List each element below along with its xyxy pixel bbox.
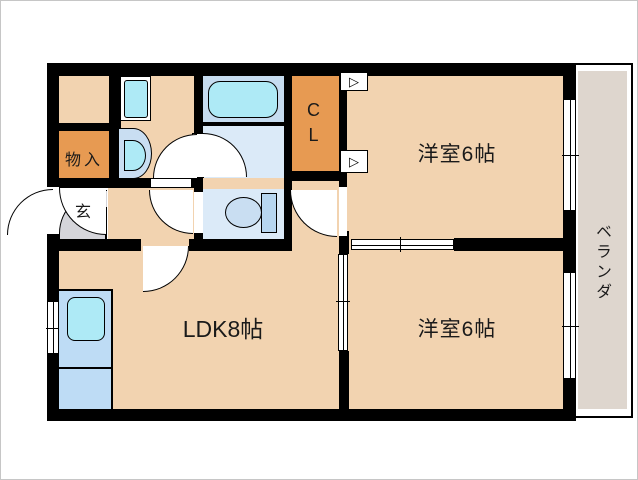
ldk-bedroom-sliding-door: [336, 254, 350, 351]
wall-washroom-bottom-b: [191, 178, 203, 188]
triangle-icon: ▷: [349, 74, 359, 89]
wall-storage-top: [59, 123, 109, 131]
kitchen-counter-divider: [59, 367, 113, 369]
bedrooms-sliding-door: [351, 237, 454, 252]
wall-toilet-left-a: [194, 188, 203, 192]
wall-top: [47, 63, 576, 76]
toilet-bowl: [225, 197, 262, 228]
front-door-arc: [7, 189, 53, 235]
wall-closet-bottom: [284, 171, 347, 181]
wall-hall-bottom-a: [47, 239, 141, 251]
washbasin-bowl: [124, 140, 146, 171]
wall-toilet-left-b: [194, 233, 203, 241]
wall-right-mid: [563, 211, 576, 272]
entrance-label: 玄: [74, 204, 92, 221]
hall-doorway: [151, 178, 191, 188]
washing-machine: [124, 80, 148, 118]
closet-door-marker-top: ▷: [340, 72, 368, 91]
wall-bedroom-top-left: [339, 76, 347, 187]
storage-label: 物入: [64, 152, 104, 169]
ldk-window: [46, 301, 62, 354]
wall-storage-bottom: [59, 178, 109, 188]
veranda-label: ベランダ: [593, 223, 610, 303]
closet-label: CL: [303, 100, 324, 150]
closet-door-marker-bottom: ▷: [340, 150, 368, 173]
wall-bedrooms-divider: [454, 238, 563, 251]
wall-washroom-bottom-a: [121, 178, 151, 188]
wall-right-lower: [563, 379, 576, 421]
wall-bottom: [47, 409, 576, 421]
kitchen-sink: [67, 297, 105, 341]
wall-bath-right: [284, 76, 292, 241]
wall-bath-left-upper: [194, 76, 203, 134]
wall-tub-divider: [203, 122, 284, 126]
bedroom-top-doorway: [339, 187, 347, 236]
wall-ldk-bedroom-lower: [339, 351, 349, 409]
veranda-floor: [578, 71, 627, 409]
wall-left-upper: [47, 76, 59, 187]
wall-left-lower: [47, 354, 59, 409]
triangle-icon: ▷: [349, 154, 359, 169]
storage-room: [59, 131, 109, 178]
toilet-tank: [261, 193, 277, 233]
bathtub: [208, 81, 278, 118]
wall-junction-center: [339, 231, 349, 254]
closet-room: [292, 76, 339, 171]
entrance-step-line: [105, 207, 107, 239]
bedroom-bottom-window: [562, 272, 579, 379]
toilet-doorway: [194, 192, 203, 233]
wall-right-upper: [563, 76, 576, 99]
ldk-label: LDK8帖: [182, 316, 264, 342]
wall-hall-bottom-b: [189, 239, 292, 251]
bedroom-top-label: 洋室6帖: [417, 143, 497, 166]
bedroom-top-window: [562, 99, 579, 211]
bedroom-bottom-label: 洋室6帖: [417, 318, 497, 341]
